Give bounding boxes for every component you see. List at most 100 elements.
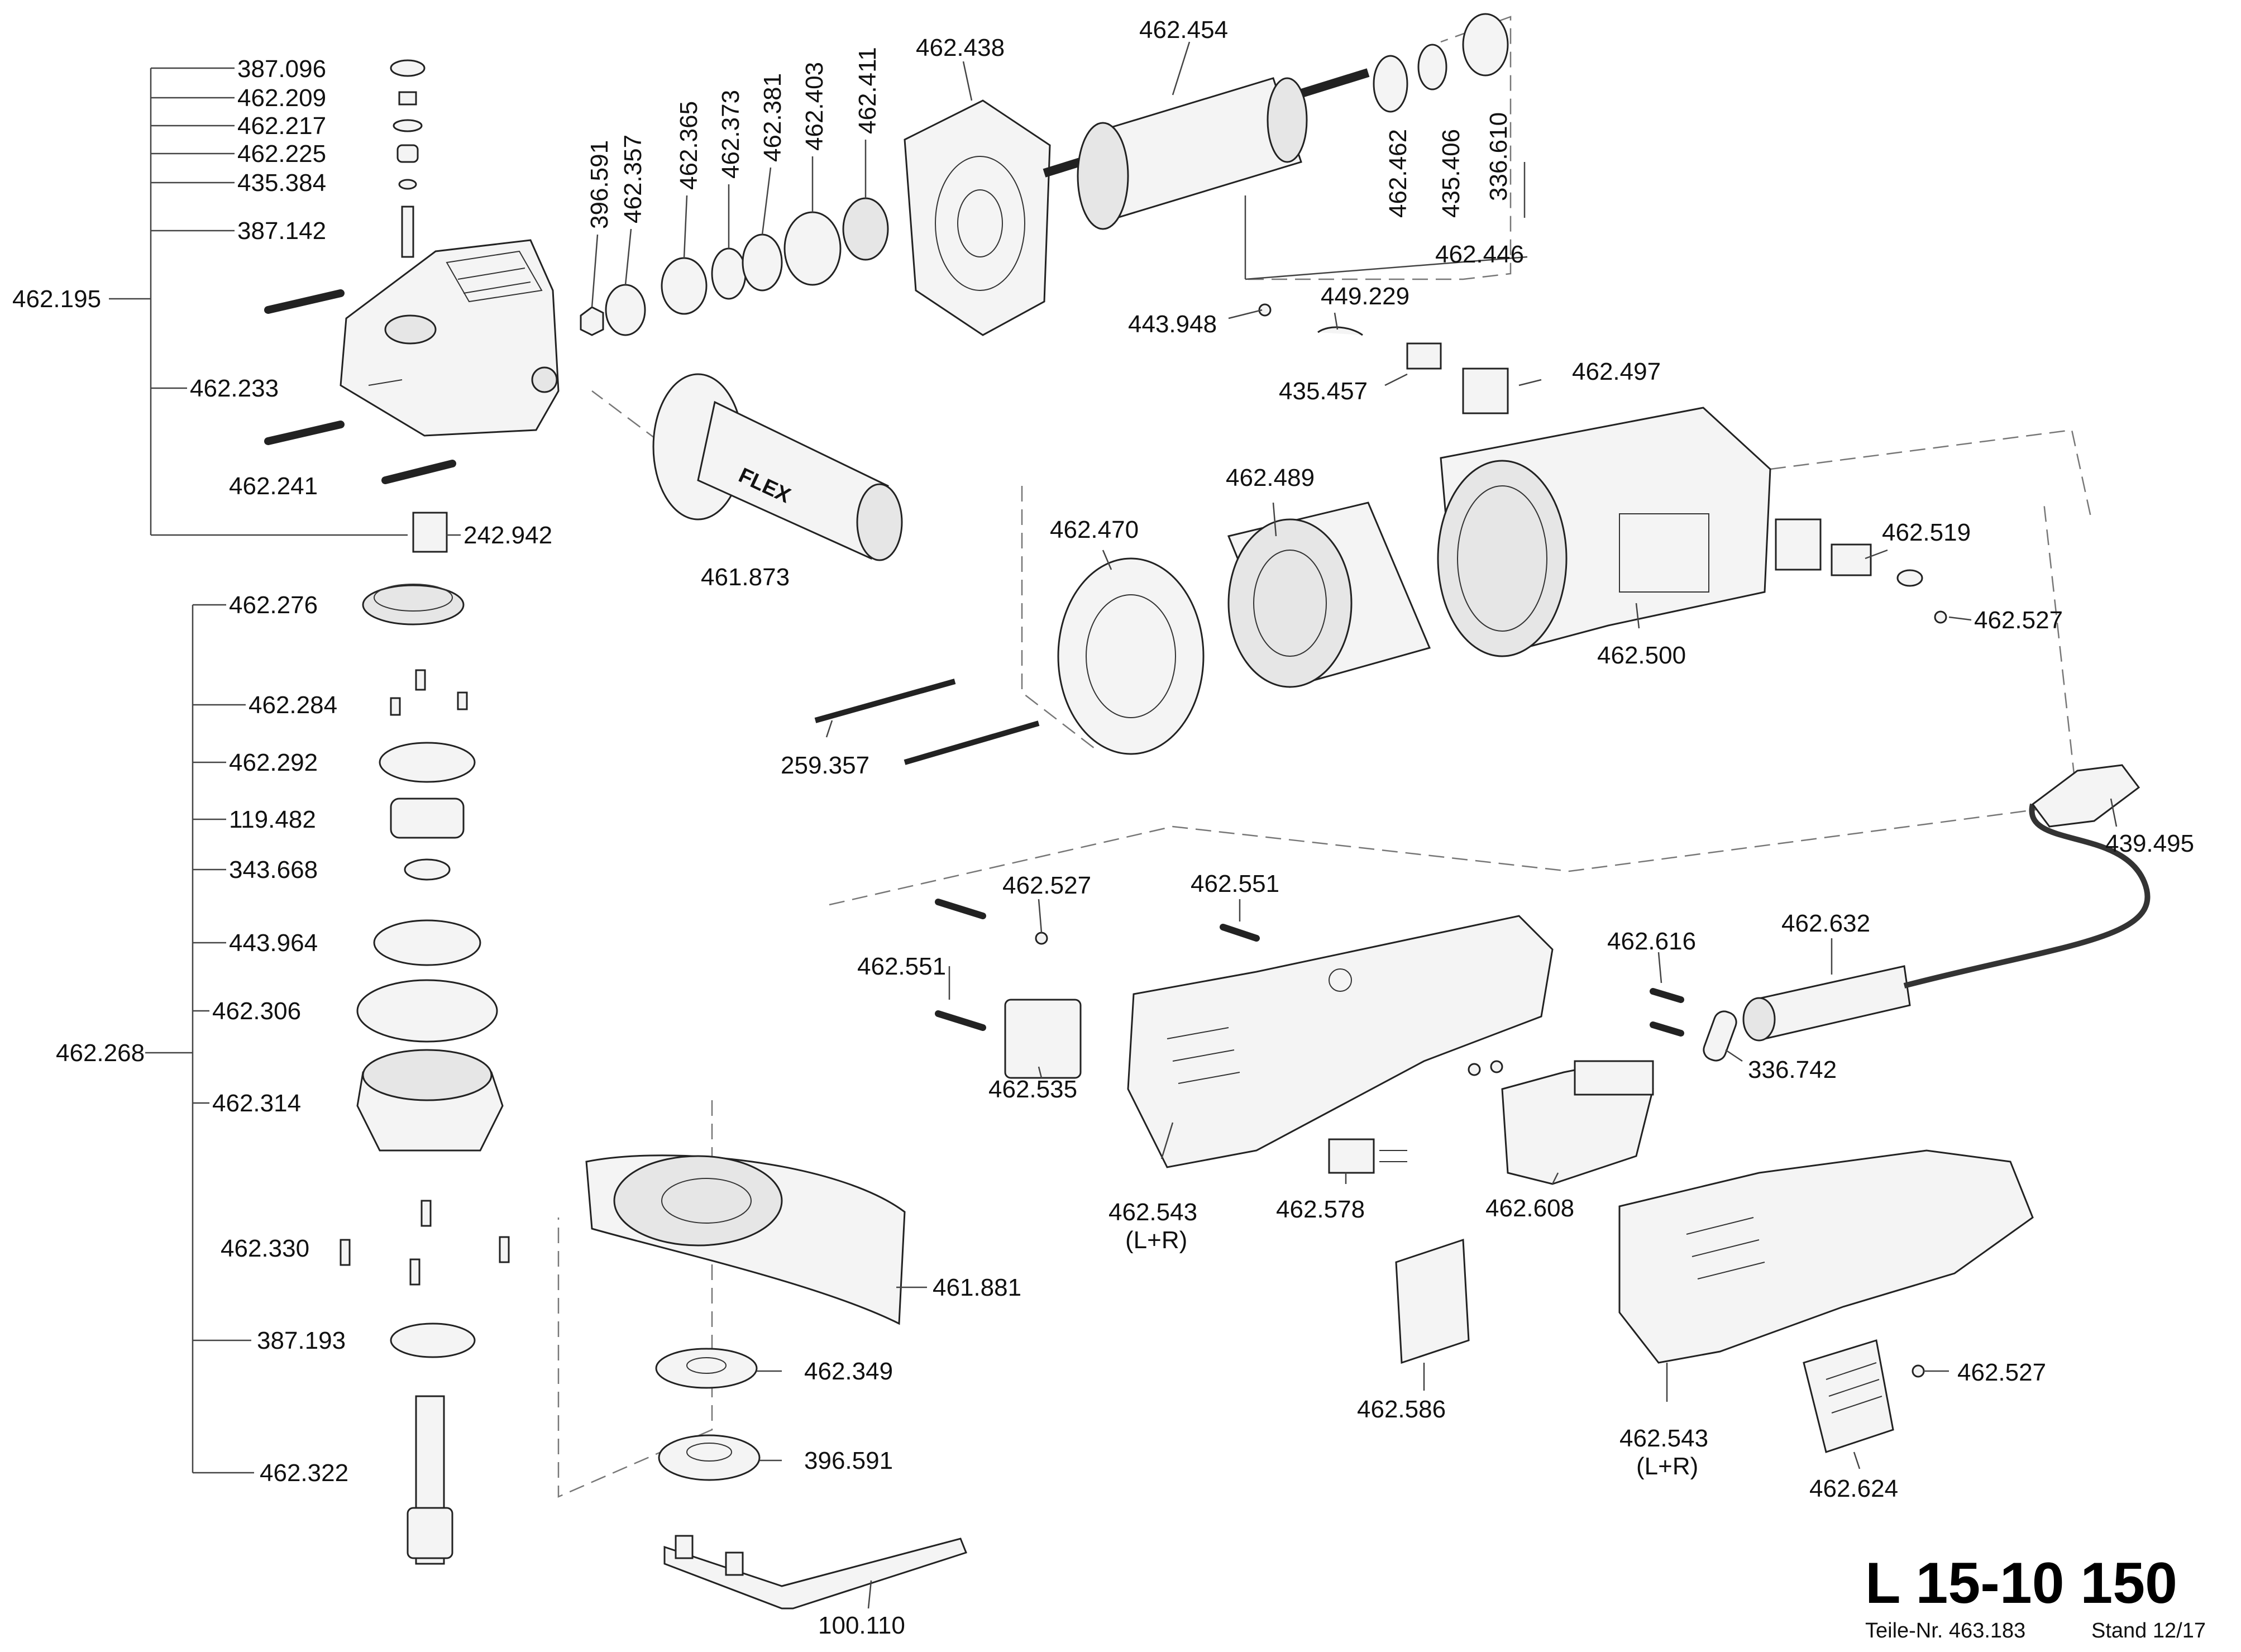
label-462-535: 462.535 [988,1076,1077,1103]
long-screws-259-357 [814,679,1040,765]
label-119-482: 119.482 [229,806,316,833]
label-462-373: 462.373 [717,90,744,179]
dash-motor-right [1770,429,2092,520]
label-435-384: 435.384 [237,169,326,197]
label-462-519: 462.519 [1882,519,1971,546]
label-387-096: 387.096 [237,55,326,83]
bearing-washer-stack [580,197,889,336]
label-462-446: 462.446 [1435,241,1524,268]
switch-parts [935,899,1654,1364]
label-462-306: 462.306 [212,997,301,1025]
label-462-527-top: 462.527 [1974,607,2063,634]
label-462-543-left: 462.543 [1108,1199,1197,1226]
model-title: L 15-10 150 [1865,1551,2177,1616]
label-462-551-left: 462.551 [857,953,946,980]
dash-stator-group [1021,486,1095,749]
cover-462-624 [1803,1339,1925,1453]
part-labels: 387.096 462.209 462.217 462.225 435.384 … [12,16,2194,1639]
label-462-527-bottom: 462.527 [1957,1359,2046,1386]
label-461-873: 461.873 [701,564,790,591]
label-259-357: 259.357 [781,752,869,779]
label-462-551-top: 462.551 [1191,870,1279,897]
label-396-591-top: 396.591 [586,140,613,229]
label-439-495: 439.495 [2105,830,2194,857]
dash-guard-group [557,1100,713,1498]
label-462-527-mid: 462.527 [1002,872,1091,899]
label-462-314: 462.314 [212,1090,301,1117]
label-462-292: 462.292 [229,749,318,776]
label-462-225: 462.225 [237,140,326,168]
label-100-110: 100.110 [818,1612,905,1639]
leader-lines [447,41,2118,1609]
wheel-guard-461-881 [585,1154,906,1325]
flange-nuts [655,1348,761,1481]
housing-screws [264,289,456,484]
bracket-462-195 [109,67,408,536]
label-462-357: 462.357 [619,135,647,223]
label-336-610: 336.610 [1485,112,1512,201]
label-462-543-left-sub: (L+R) [1125,1226,1187,1254]
dash-switch-group [829,502,2078,906]
dash-gearhead [591,390,660,442]
label-462-489: 462.489 [1226,464,1315,491]
side-handle-461-873: FLEX [652,373,903,561]
label-462-322: 462.322 [260,1459,348,1487]
end-plate-462-470 [1057,557,1205,755]
label-462-209: 462.209 [237,84,326,112]
label-336-742: 336.742 [1748,1056,1837,1083]
label-242-942: 242.942 [464,522,552,549]
label-449-229: 449.229 [1321,283,1409,310]
label-462-543-right-sub: (L+R) [1636,1453,1698,1480]
small-parts-top-stack [390,59,448,553]
part-number: Teile-Nr. 463.183 [1865,1619,2025,1643]
handle-half-462-543-left [1127,915,1554,1168]
bearing-flange-462-438 [904,99,1051,336]
label-462-608: 462.608 [1485,1195,1574,1222]
label-462-470: 462.470 [1050,516,1139,543]
label-462-462: 462.462 [1384,129,1412,218]
rear-brush-holders [1775,518,1947,624]
label-462-632: 462.632 [1781,910,1870,937]
label-462-497: 462.497 [1572,358,1661,385]
cable-sleeve-and-cord [1742,764,2151,1042]
label-462-217: 462.217 [237,112,326,140]
label-462-330: 462.330 [221,1235,309,1262]
label-461-881: 461.881 [933,1274,1021,1301]
motor-housing-462-500 [1437,407,1771,657]
label-435-457: 435.457 [1279,378,1368,405]
label-387-193: 387.193 [257,1327,346,1354]
gear-housing-462-233 [340,239,560,437]
label-462-454: 462.454 [1139,16,1228,44]
cable-clamp-parts [1650,988,1737,1062]
bracket-462-268 [145,604,254,1474]
label-462-381: 462.381 [759,73,786,162]
armature-462-454 [1043,13,1509,230]
label-462-284: 462.284 [249,691,337,719]
label-462-438: 462.438 [916,34,1005,61]
label-462-624: 462.624 [1809,1475,1898,1502]
label-462-276: 462.276 [229,591,318,619]
label-462-365: 462.365 [675,101,703,190]
label-396-591-bottom: 396.591 [804,1447,893,1474]
revision-stand: Stand 12/17 [2091,1619,2206,1643]
label-462-586: 462.586 [1357,1396,1446,1423]
label-443-948: 443.948 [1128,311,1217,338]
label-387-142: 387.142 [237,217,326,245]
label-435-406: 435.406 [1437,129,1465,218]
label-462-233: 462.233 [190,375,279,402]
label-462-268: 462.268 [56,1039,145,1067]
label-343-668: 343.668 [229,856,318,884]
label-462-500: 462.500 [1597,642,1686,669]
label-462-195: 462.195 [12,285,101,313]
label-462-349: 462.349 [804,1358,893,1385]
spindle-stack-parts [340,584,510,1565]
stator-462-489 [1227,502,1431,688]
label-462-616: 462.616 [1607,928,1696,955]
label-462-411: 462.411 [854,47,881,134]
label-443-964: 443.964 [229,929,318,957]
label-462-578: 462.578 [1276,1196,1365,1223]
label-462-241: 462.241 [229,472,318,500]
label-462-403: 462.403 [801,62,828,151]
handle-half-462-543-right [1618,1149,2034,1364]
